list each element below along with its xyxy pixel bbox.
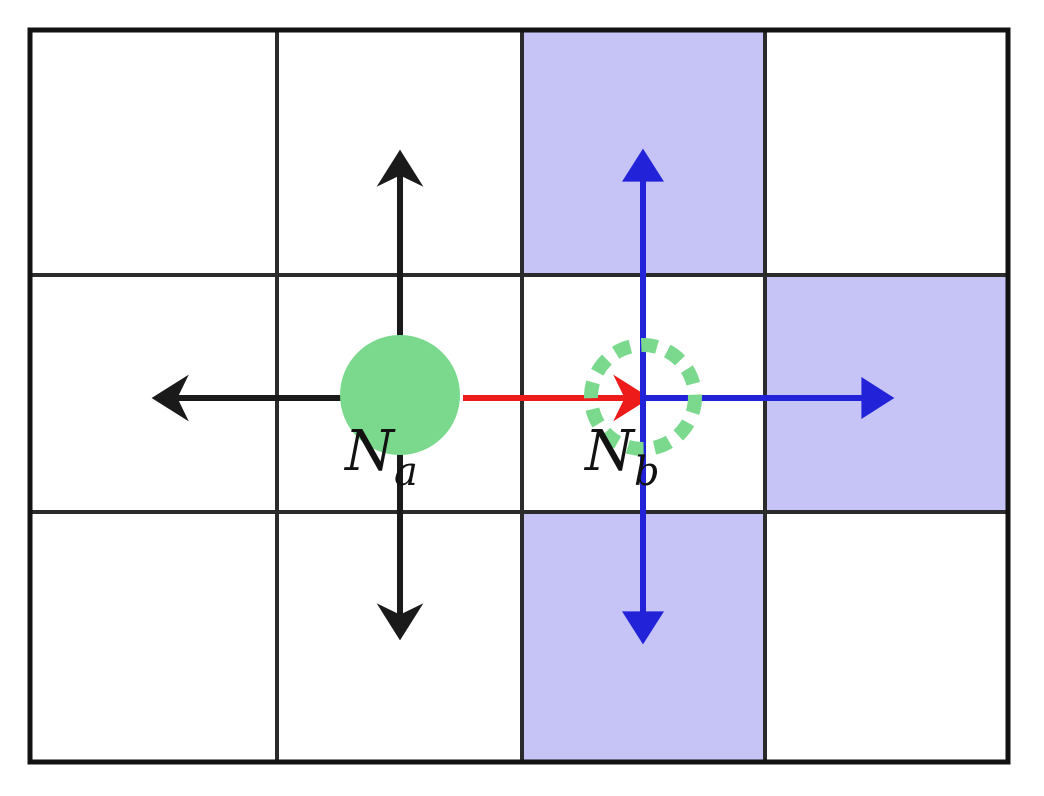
node-b-circle xyxy=(584,338,702,456)
node-a-label-subscript: a xyxy=(394,449,418,495)
node-b-label-base: N xyxy=(583,419,636,484)
highlighted-cell xyxy=(765,275,1008,512)
node-group xyxy=(340,335,702,456)
node-a-label: Na xyxy=(343,419,418,495)
node-a-label-base: N xyxy=(343,419,396,484)
arrow-group xyxy=(151,148,895,645)
grid-outer-border xyxy=(27,27,1011,765)
node-a-circle xyxy=(340,335,460,455)
node-b-label-subscript: b xyxy=(634,449,660,495)
node-b-label: Nb xyxy=(583,419,660,495)
